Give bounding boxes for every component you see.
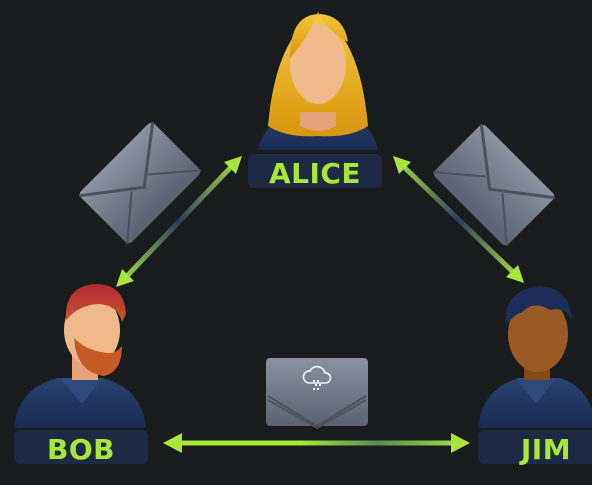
alice-avatar <box>258 12 378 150</box>
bob-name-label: BOB <box>47 433 115 466</box>
jim-name-tag: JIM <box>478 430 592 466</box>
arrow-bob-jim <box>163 433 470 453</box>
cloud-lock-icon <box>302 365 332 390</box>
arrow-alice-jim <box>393 156 524 283</box>
encrypted-envelope-icon <box>266 358 368 430</box>
alice-name-label: ALICE <box>269 157 361 190</box>
bob-name-tag: BOB <box>14 430 148 466</box>
envelope-icon <box>433 123 556 246</box>
envelope-icon <box>78 121 201 244</box>
alice-name-tag: ALICE <box>248 154 382 190</box>
bob-avatar <box>14 284 146 428</box>
jim-avatar <box>478 286 592 428</box>
arrow-alice-bob <box>116 156 242 287</box>
jim-name-label: JIM <box>519 433 571 466</box>
